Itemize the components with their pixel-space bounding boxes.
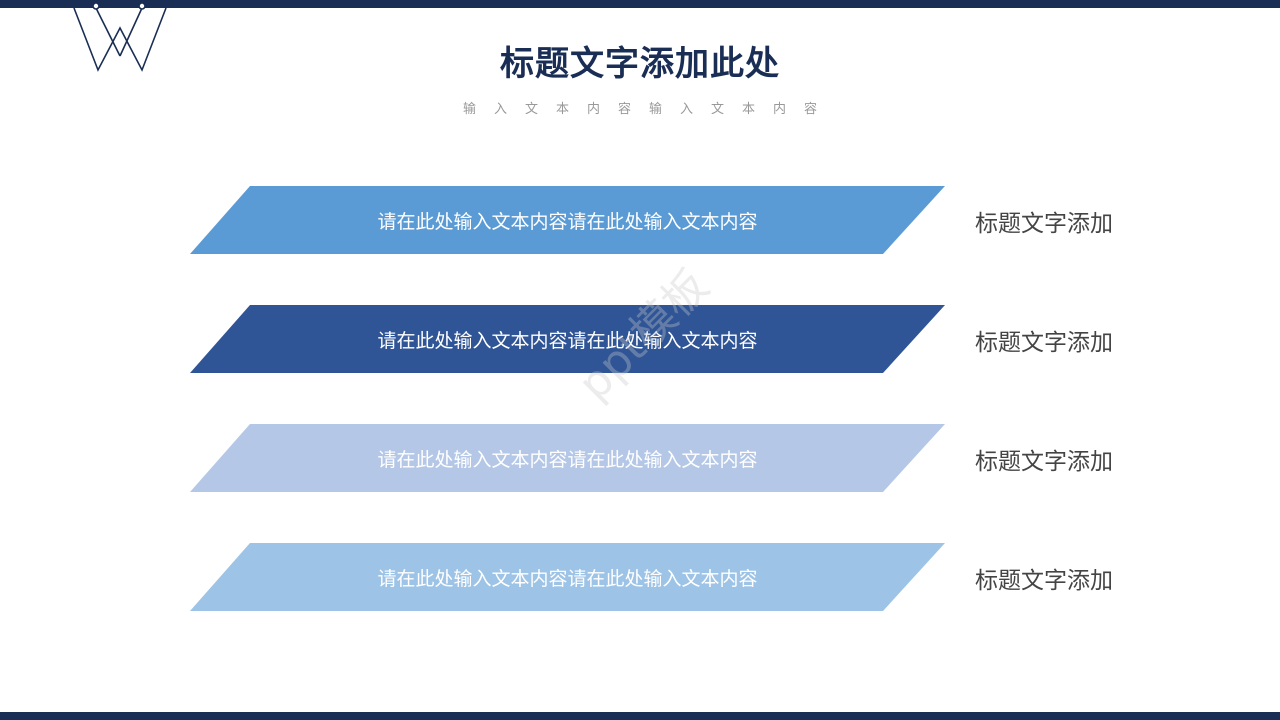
parallelogram-band: 请在此处输入文本内容请在此处输入文本内容 bbox=[190, 543, 945, 611]
list-item: 请在此处输入文本内容请在此处输入文本内容 标题文字添加 bbox=[190, 424, 1190, 492]
page-subtitle: 输入文本内容输入文本内容 bbox=[462, 102, 835, 117]
bottom-accent-bar bbox=[0, 712, 1280, 720]
w-logo-icon bbox=[73, 2, 167, 72]
item-label: 标题文字添加 bbox=[975, 449, 1113, 475]
band-text: 请在此处输入文本内容请在此处输入文本内容 bbox=[377, 448, 758, 471]
band-text: 请在此处输入文本内容请在此处输入文本内容 bbox=[377, 329, 758, 352]
band-text: 请在此处输入文本内容请在此处输入文本内容 bbox=[377, 567, 758, 590]
list-item: 请在此处输入文本内容请在此处输入文本内容 标题文字添加 bbox=[190, 186, 1190, 254]
top-accent-bar bbox=[0, 0, 1280, 8]
list-item: 请在此处输入文本内容请在此处输入文本内容 标题文字添加 bbox=[190, 543, 1190, 611]
item-label: 标题文字添加 bbox=[975, 568, 1113, 594]
parallelogram-band: 请在此处输入文本内容请在此处输入文本内容 bbox=[190, 424, 945, 492]
band-text: 请在此处输入文本内容请在此处输入文本内容 bbox=[377, 210, 758, 233]
list-item: 请在此处输入文本内容请在此处输入文本内容 标题文字添加 bbox=[190, 305, 1190, 373]
page-title: 标题文字添加此处 bbox=[500, 44, 780, 84]
item-label: 标题文字添加 bbox=[975, 330, 1113, 356]
parallelogram-band: 请在此处输入文本内容请在此处输入文本内容 bbox=[190, 186, 945, 254]
parallelogram-band: 请在此处输入文本内容请在此处输入文本内容 bbox=[190, 305, 945, 373]
item-label: 标题文字添加 bbox=[975, 211, 1113, 237]
